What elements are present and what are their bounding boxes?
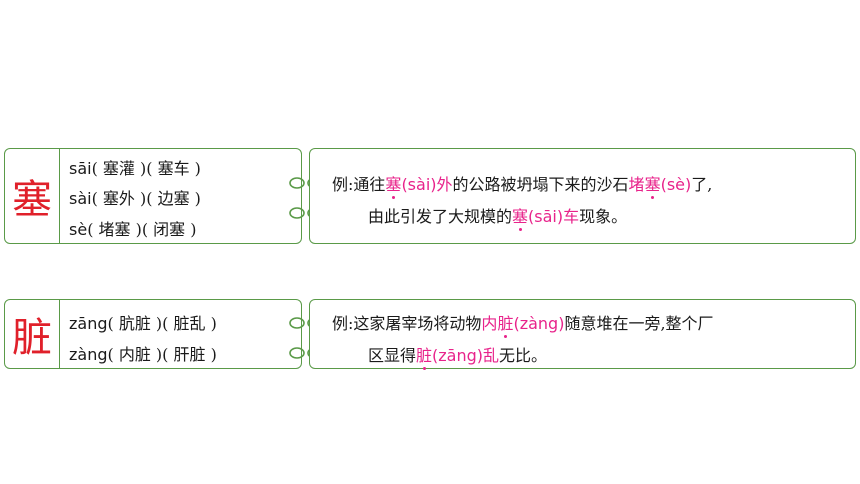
highlight-char: 脏: [497, 314, 514, 333]
headword-char: 塞: [5, 149, 60, 243]
highlight-text: 堵: [628, 175, 645, 194]
text: 了,: [691, 175, 713, 194]
readings-box: 塞 sāi( 塞灌 )( 塞车 ) sài( 塞外 )( 边塞 ) sè( 堵塞…: [4, 148, 302, 244]
highlight-char: 脏: [416, 346, 433, 365]
highlight-text: 外: [436, 175, 453, 194]
pinyin: zàng: [69, 345, 108, 364]
example-words: ( 堵塞 )( 闭塞 ): [87, 220, 197, 239]
highlight-pinyin: (zàng): [513, 314, 565, 333]
highlight-pinyin: (zāng): [432, 346, 484, 365]
example-line-2: 区显得脏(zāng)乱无比。: [368, 342, 547, 366]
highlight-text: 乱: [483, 346, 500, 365]
example-prefix: 例:: [332, 175, 354, 194]
text: 的公路被坍塌下来的沙石: [452, 175, 629, 194]
pinyin: sài: [69, 189, 92, 208]
example-words: ( 肮脏 )( 脏乱 ): [107, 314, 217, 333]
highlight-pinyin: (sè): [660, 175, 692, 194]
highlight-pinyin: (sāi): [528, 207, 564, 226]
example-prefix: 例:: [332, 314, 354, 333]
headword-char: 脏: [5, 300, 60, 368]
highlight-text: 内: [481, 314, 498, 333]
pinyin: zāng: [69, 314, 108, 333]
text: 区显得: [368, 346, 417, 365]
reading-line: zāng( 肮脏 )( 脏乱 ): [69, 310, 217, 334]
highlight-char: 塞: [644, 175, 661, 194]
highlight-char: 塞: [385, 175, 402, 194]
pinyin: sāi: [69, 159, 92, 178]
text: 这家屠宰场将动物: [353, 314, 482, 333]
example-box: 例:通往塞(sài)外的公路被坍塌下来的沙石堵塞(sè)了, 由此引发了大规模的…: [309, 148, 856, 244]
example-box: 例:这家屠宰场将动物内脏(zàng)随意堆在一旁,整个厂 区显得脏(zāng)乱…: [309, 299, 856, 369]
text: 现象。: [579, 207, 628, 226]
text: 通往: [353, 175, 386, 194]
highlight-text: 车: [563, 207, 580, 226]
highlight-char: 塞: [512, 207, 529, 226]
reading-line: sāi( 塞灌 )( 塞车 ): [69, 155, 201, 179]
readings-box: 脏 zāng( 肮脏 )( 脏乱 ) zàng( 内脏 )( 肝脏 ): [4, 299, 302, 369]
text: 随意堆在一旁,整个厂: [564, 314, 714, 333]
reading-line: sè( 堵塞 )( 闭塞 ): [69, 216, 197, 240]
example-words: ( 塞外 )( 边塞 ): [91, 189, 201, 208]
example-line-2: 由此引发了大规模的塞(sāi)车现象。: [368, 203, 627, 227]
text: 由此引发了大规模的: [368, 207, 513, 226]
highlight-pinyin: (sài): [401, 175, 437, 194]
reading-line: zàng( 内脏 )( 肝脏 ): [69, 341, 217, 365]
example-line-1: 例:这家屠宰场将动物内脏(zàng)随意堆在一旁,整个厂: [332, 310, 714, 334]
example-words: ( 内脏 )( 肝脏 ): [107, 345, 217, 364]
example-words: ( 塞灌 )( 塞车 ): [91, 159, 201, 178]
example-line-1: 例:通往塞(sài)外的公路被坍塌下来的沙石堵塞(sè)了,: [332, 171, 712, 195]
pinyin: sè: [69, 220, 88, 239]
text: 无比。: [499, 346, 548, 365]
reading-line: sài( 塞外 )( 边塞 ): [69, 185, 201, 209]
